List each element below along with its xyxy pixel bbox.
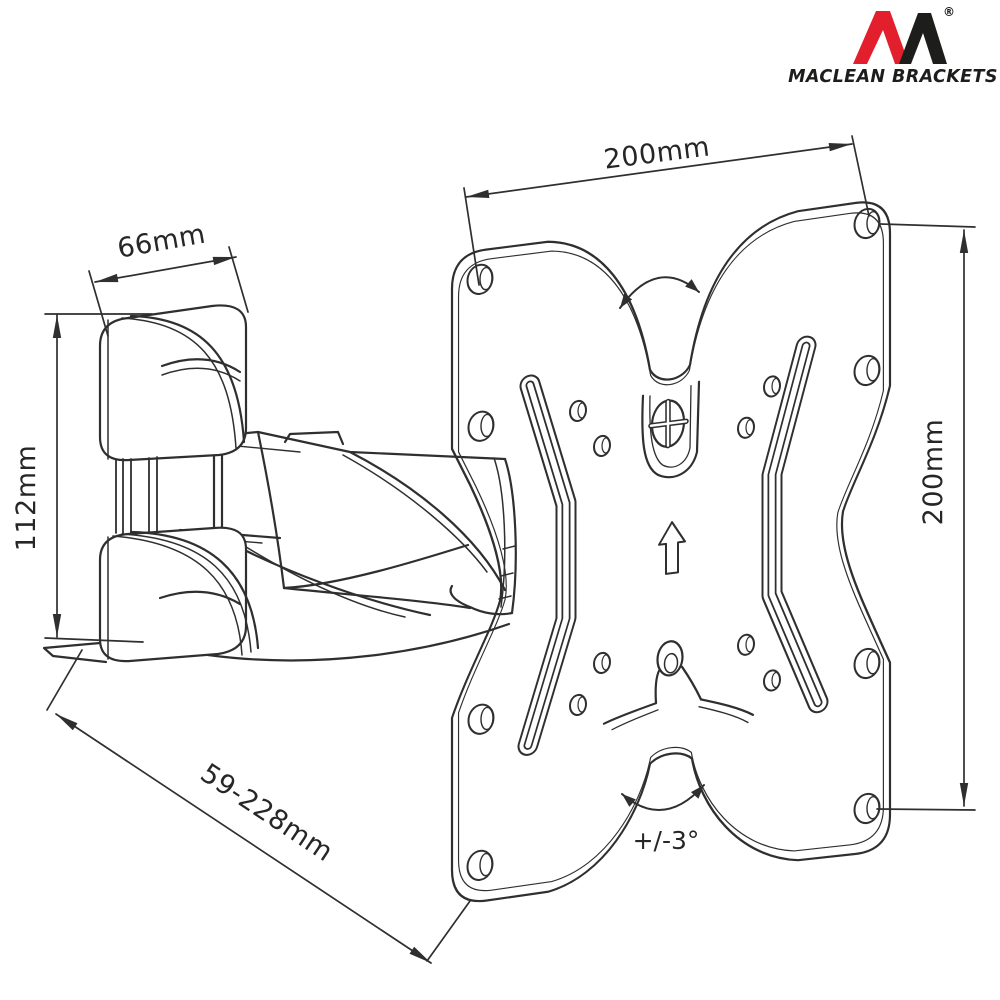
top-hook-and-screw [641,380,701,479]
dim-arm-extension-label: 59-228mm [195,758,339,868]
logo-m-black [899,13,947,64]
wall-bracket-bottom-block [42,526,260,664]
extension-line [88,270,109,337]
extension-line [426,900,471,962]
dim-bracket-height-label: 112mm [11,445,42,552]
vesa-plate [450,201,892,903]
dim-bracket-depth-label: 66mm [115,219,208,265]
brand-name: MACLEAN BRACKETS [788,67,998,87]
dim-plate-height-label: 200mm [918,419,949,526]
extension-line [46,649,83,711]
extension-line [876,808,976,811]
dim-plate-height: 200mm [876,223,976,811]
extension-line [44,637,144,643]
registered-mark: ® [943,5,955,19]
extension-line [463,187,480,286]
plate-chamfer-echo [457,212,884,892]
logo-m-red [853,11,909,64]
extension-line [228,246,249,313]
dimension-line [94,256,237,283]
wall-bracket [42,304,260,664]
wall-bracket-hinge [115,456,158,537]
bottom-pivot-boss [602,640,755,731]
rotation-range-label: +/-3° [633,826,700,855]
dim-bracket-height: 112mm [11,313,153,643]
wall-bracket-top-block [98,304,248,462]
extension-line [851,135,870,217]
rotation-arrow-top [619,276,700,309]
dim-arm-extension: 59-228mm [46,649,471,964]
up-arrow-icon [658,521,686,575]
brand-logo: ® MACLEAN BRACKETS [788,5,998,87]
dimension-line [465,142,853,199]
rotation-arrow-bottom [621,784,705,811]
phillips-cross-icon [648,398,689,449]
extension-line [879,223,976,228]
dim-plate-width-label: 200mm [602,131,712,175]
dimension-line [55,713,432,964]
